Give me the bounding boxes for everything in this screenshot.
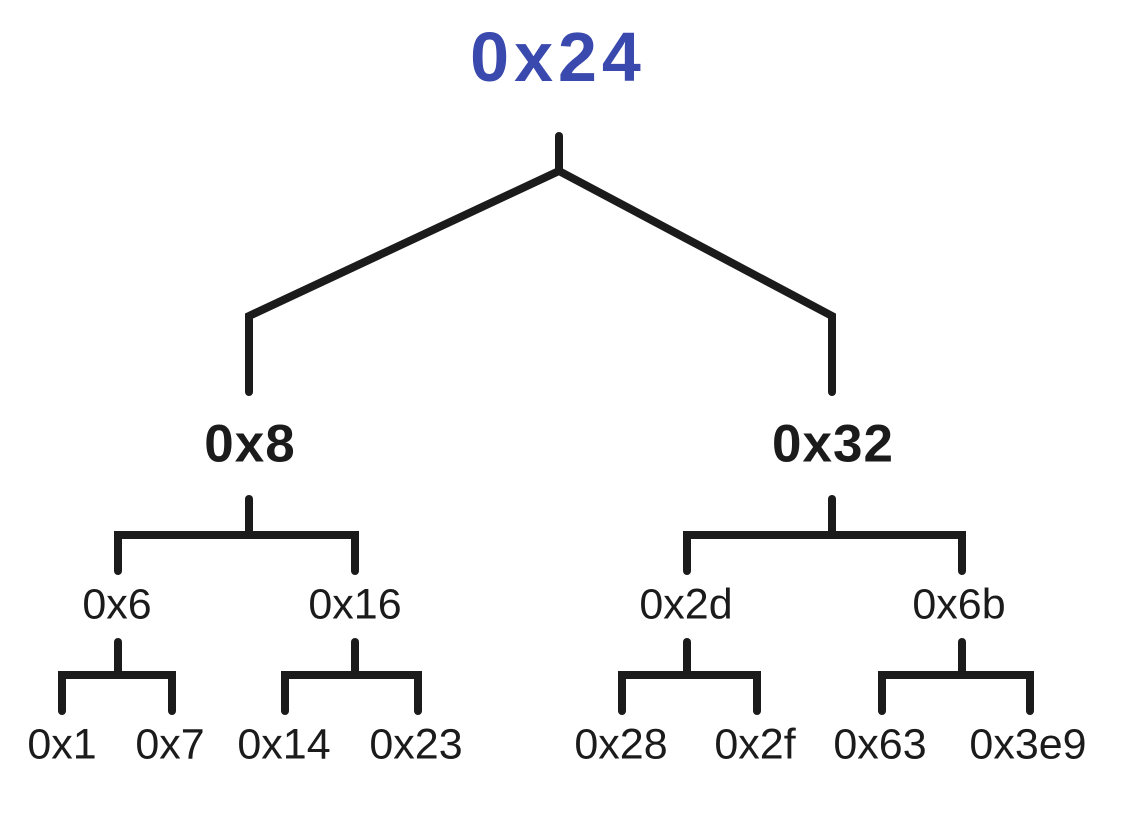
node-left-right: 0x16	[308, 580, 402, 629]
node-left-left: 0x6	[82, 580, 152, 629]
node-leaf-5: 0x28	[574, 720, 668, 769]
node-root: 0x24	[470, 18, 646, 96]
node-leaf-2: 0x7	[135, 720, 205, 769]
node-leaf-8: 0x3e9	[969, 720, 1087, 769]
connector-left-left	[58, 638, 176, 715]
connector-root-right-branch	[555, 167, 836, 396]
connector-left-right	[281, 638, 422, 715]
node-left: 0x8	[204, 414, 296, 474]
connector-left-left-bracket	[58, 671, 176, 715]
connector-left	[114, 495, 359, 575]
connector-right-left-bracket	[618, 671, 761, 715]
node-leaf-1: 0x1	[27, 720, 97, 769]
node-leaf-4: 0x23	[369, 720, 463, 769]
node-right: 0x32	[772, 414, 894, 474]
connector-right-bracket	[683, 531, 966, 575]
node-right-right: 0x6b	[912, 580, 1006, 629]
connector-root	[245, 132, 836, 396]
connector-left-right-bracket	[281, 671, 422, 715]
connector-right-left	[618, 638, 761, 715]
connector-right-right	[878, 638, 1034, 715]
node-leaf-6: 0x2f	[714, 720, 796, 769]
node-right-left: 0x2d	[639, 580, 733, 629]
connector-right	[683, 495, 966, 575]
connector-left-bracket	[114, 531, 359, 575]
connector-root-left-branch	[245, 167, 563, 396]
node-leaf-7: 0x63	[833, 720, 927, 769]
node-leaf-3: 0x14	[237, 720, 331, 769]
connector-right-right-bracket	[878, 671, 1034, 715]
